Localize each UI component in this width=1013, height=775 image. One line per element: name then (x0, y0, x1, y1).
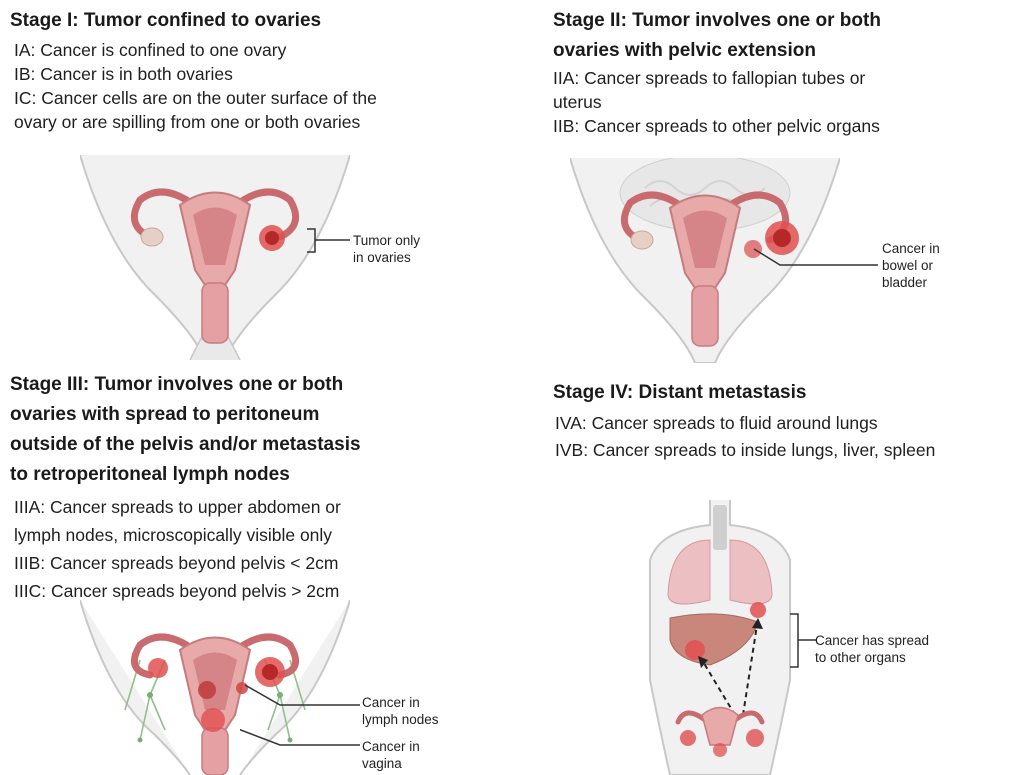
stage-3-pointers (240, 680, 365, 755)
stage-3-title-line: ovaries with spread to peritoneum (10, 400, 490, 430)
stage-3-title-line: outside of the pelvis and/or metastasis (10, 430, 490, 460)
stage-4-bracket (788, 612, 818, 672)
tumor-ovary-left (148, 658, 168, 678)
stage-2-line: IIA: Cancer spreads to fallopian tubes o… (553, 66, 1003, 90)
stage-4-illustration (640, 500, 800, 775)
stage-3-title-line: to retroperitoneal lymph nodes (10, 460, 490, 490)
tumor-uterus (198, 681, 216, 699)
stage-2-line: uterus (553, 90, 1003, 114)
stage-2-text: Stage II: Tumor involves one or both ova… (553, 6, 1003, 138)
tumor-lung (750, 602, 766, 618)
stage-4-title: Stage IV: Distant metastasis (553, 378, 1008, 408)
stage-1-line: IB: Cancer is in both ovaries (14, 62, 470, 86)
stage-1-title: Stage I: Tumor confined to ovaries (10, 6, 470, 36)
stage-4-line: IVB: Cancer spreads to inside lungs, liv… (555, 437, 1008, 464)
stage-1-label: Tumor onlyin ovaries (353, 232, 420, 266)
stage-2-label: Cancer inbowel orbladder (882, 240, 940, 291)
stage-3-text: Stage III: Tumor involves one or both ov… (10, 370, 490, 605)
stage-3-label-vagina: Cancer invagina (362, 738, 420, 772)
tumor-vagina (201, 708, 225, 732)
stage-2-pointer (750, 245, 880, 275)
stage-2-title-line: ovaries with pelvic extension (553, 36, 1003, 66)
stage-2-title-line: Stage II: Tumor involves one or both (553, 6, 1003, 36)
stage-1-bracket (305, 227, 355, 257)
stage-1-line: IC: Cancer cells are on the outer surfac… (14, 86, 470, 110)
stage-3-line: lymph nodes, microscopically visible onl… (14, 521, 490, 549)
stage-2-line: IIB: Cancer spreads to other pelvic orga… (553, 114, 1003, 138)
tumor-liver (685, 640, 705, 660)
stage-4-line: IVA: Cancer spreads to fluid around lung… (555, 410, 1008, 437)
stage-1-illustration (80, 155, 350, 360)
stage-1-text: Stage I: Tumor confined to ovaries IA: C… (10, 6, 470, 134)
stage-4-label: Cancer has spreadto other organs (815, 632, 929, 666)
stage-4-text: Stage IV: Distant metastasis IVA: Cancer… (553, 378, 1008, 464)
stage-3-title-line: Stage III: Tumor involves one or both (10, 370, 490, 400)
stage-3-line: IIIB: Cancer spreads beyond pelvis < 2cm (14, 549, 490, 577)
stage-1-line: IA: Cancer is confined to one ovary (14, 38, 470, 62)
stage-3-label-lymph: Cancer inlymph nodes (362, 694, 439, 728)
stage-3-line: IIIA: Cancer spreads to upper abdomen or (14, 493, 490, 521)
stage-1-line: ovary or are spilling from one or both o… (14, 110, 470, 134)
